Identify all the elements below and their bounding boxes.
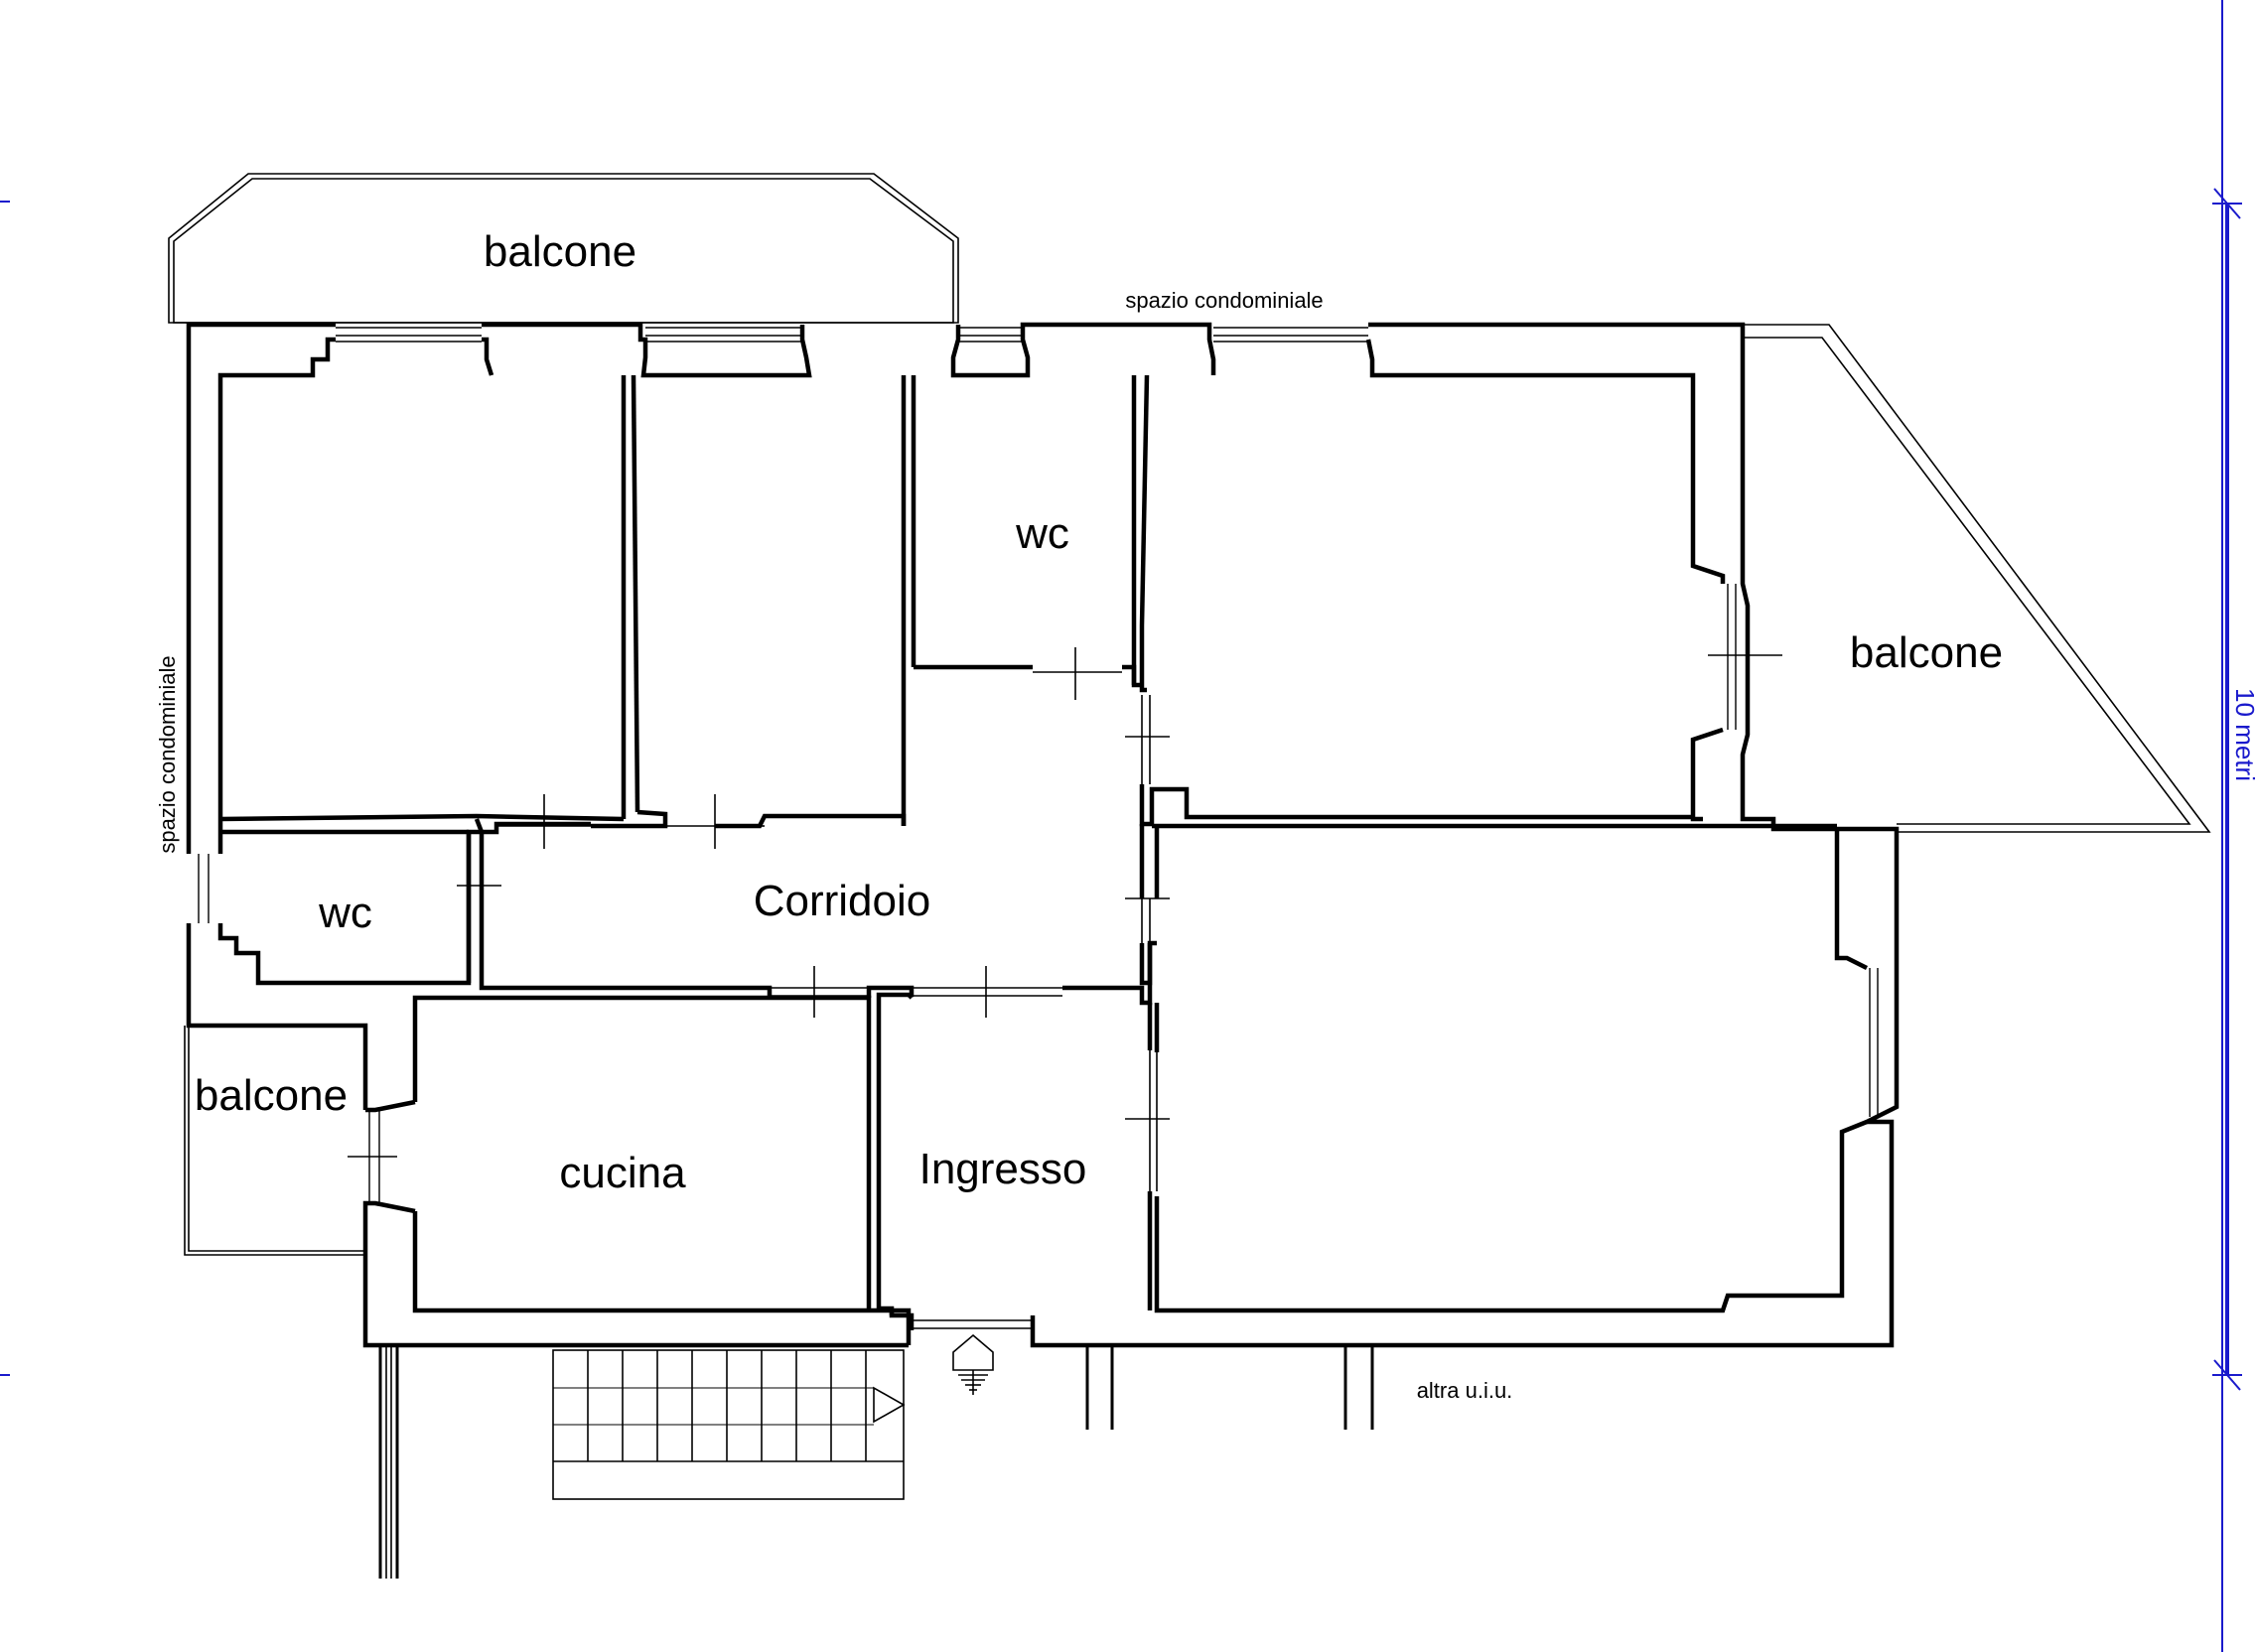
label-balcone-left: balcone <box>195 1071 348 1120</box>
label-balcone-top: balcone <box>484 227 636 276</box>
scale-label: 10 metri <box>2230 688 2256 781</box>
label-balcone-right: balcone <box>1850 628 2003 677</box>
label-wc-left: wc <box>318 889 372 937</box>
label-spazio-top: spazio condominiale <box>1125 288 1323 313</box>
label-cucina: cucina <box>559 1149 686 1197</box>
external-lines <box>378 1345 1374 1579</box>
label-wc-top: wc <box>1015 509 1069 558</box>
balcony-top <box>168 173 959 324</box>
label-spazio-left: spazio condominiale <box>155 655 180 853</box>
outer-walls <box>186 322 1900 1348</box>
staircase <box>552 1349 906 1500</box>
label-altra-uiu: altra u.i.u. <box>1417 1378 1513 1403</box>
door-marks <box>457 647 1170 1120</box>
balcony-left <box>184 1026 365 1256</box>
interior-walls <box>219 374 1837 1330</box>
label-corridoio: Corridoio <box>754 877 931 925</box>
side-windows <box>198 584 1879 1203</box>
balcony-right <box>1743 324 2211 833</box>
top-windows <box>336 327 1368 343</box>
entrance-door <box>912 1319 1033 1395</box>
label-ingresso: Ingresso <box>919 1145 1087 1193</box>
